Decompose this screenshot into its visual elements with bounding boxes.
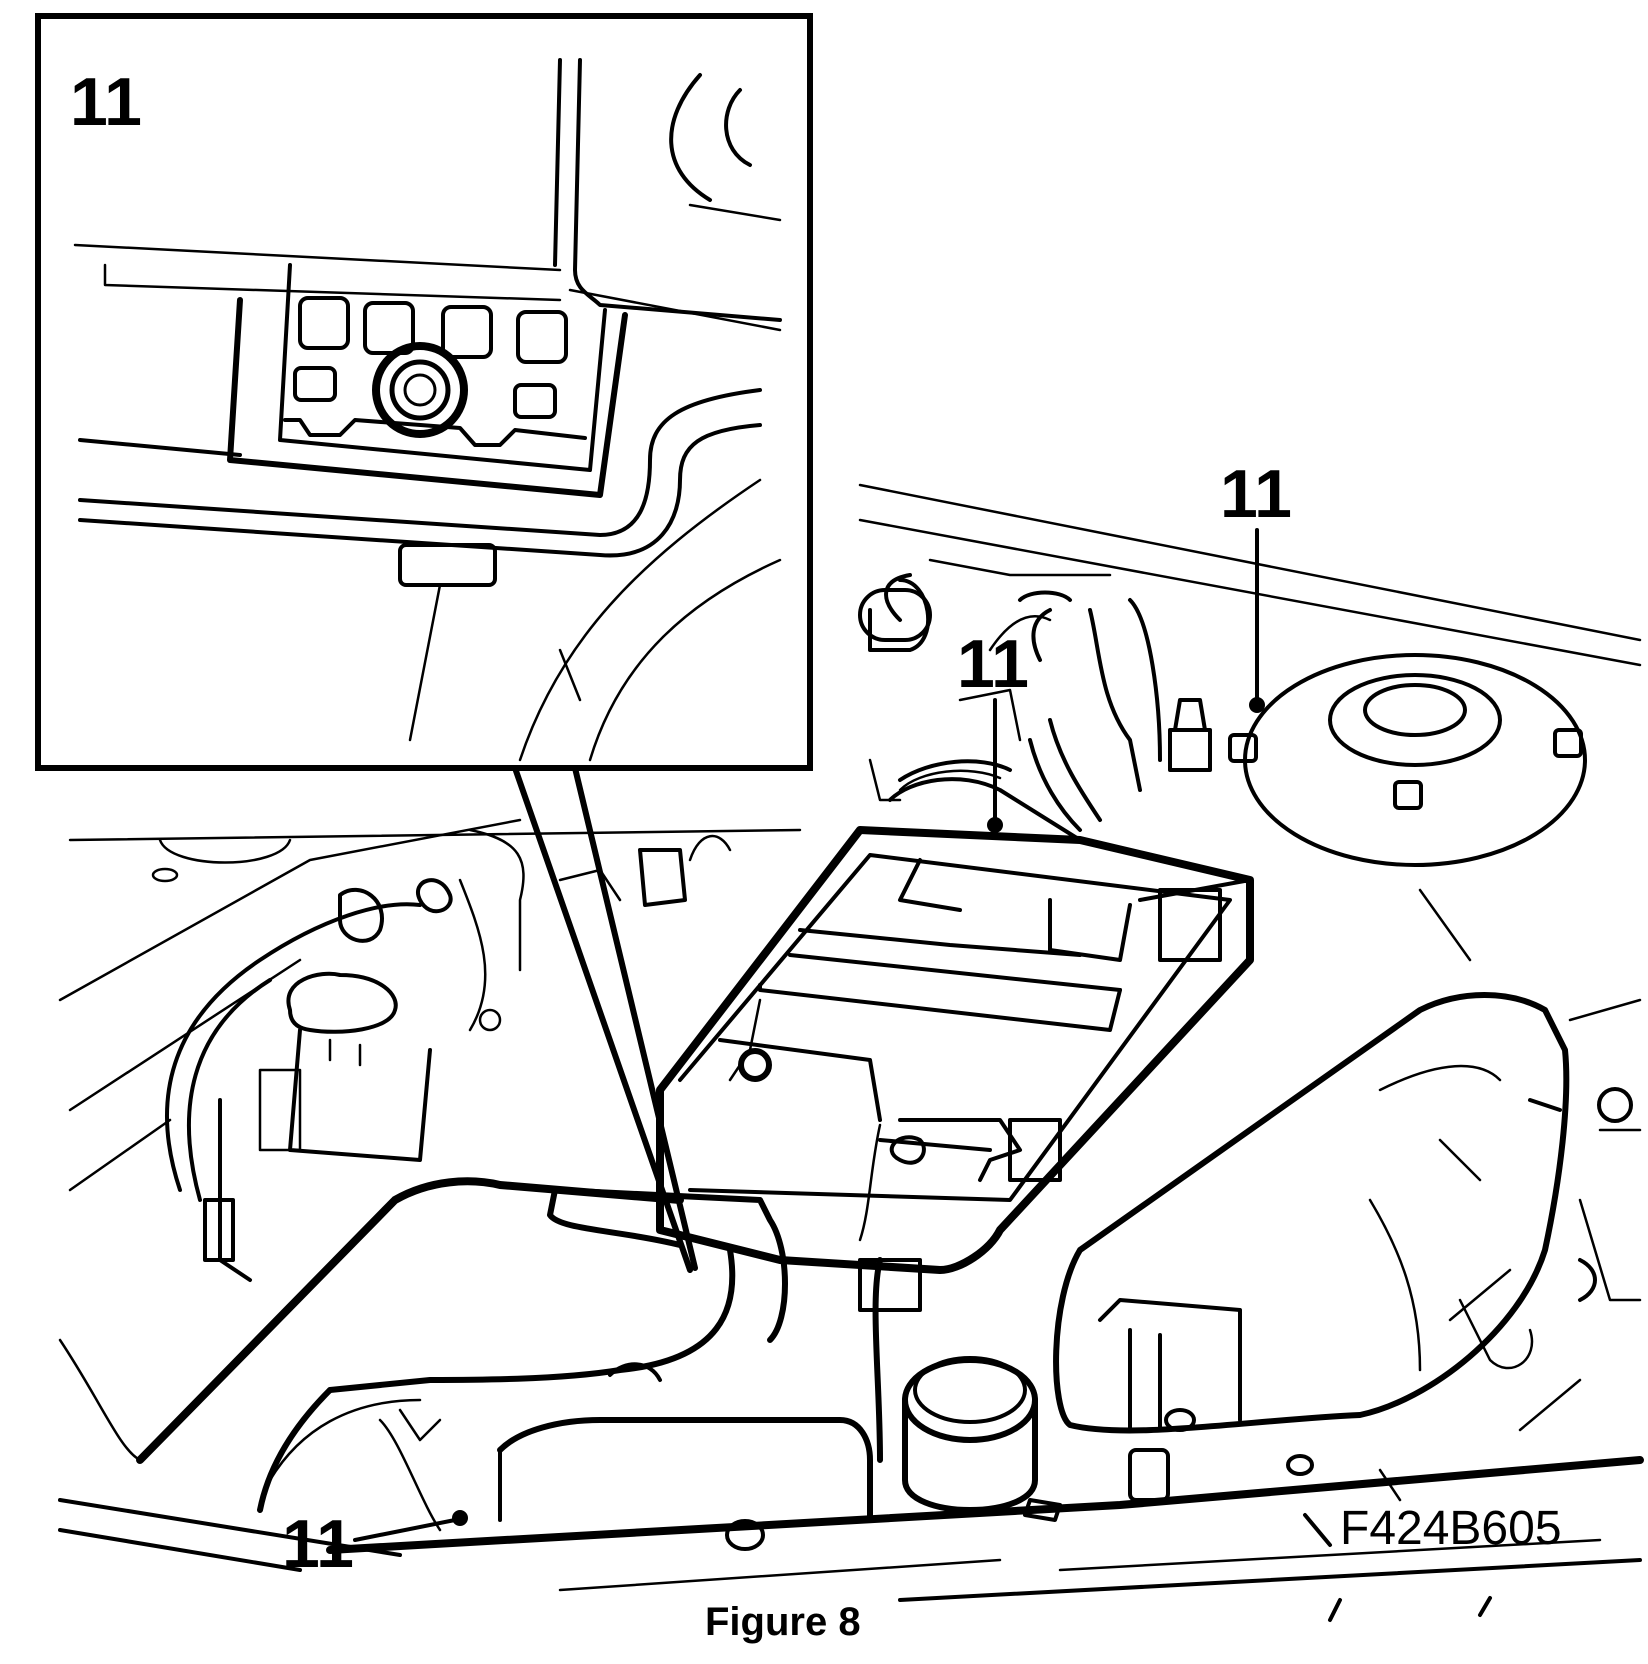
leader-ref (1303, 1513, 1332, 1547)
zoom-wedge (512, 765, 698, 1273)
callout-right-label: 11 (1220, 456, 1292, 532)
nut-icon (372, 342, 468, 438)
leader-bottom-left-dot (452, 1510, 468, 1526)
callout-center-label: 11 (957, 626, 1029, 702)
figure-reference-code: F424B605 (1340, 1502, 1562, 1555)
leader-right-dot (1249, 697, 1265, 713)
coolant-reservoir (258, 971, 432, 1162)
callout-bottom-left-label: 11 (282, 1506, 354, 1582)
detail-inset (35, 13, 813, 771)
engine-bay-view (58, 483, 1644, 1622)
leader-bottom-left (353, 1518, 457, 1542)
callout-inset-label: 11 (70, 64, 142, 140)
strut-mount-icon (1228, 653, 1587, 867)
figure-caption: Figure 8 (705, 1600, 861, 1644)
battery-icon (656, 826, 1254, 1274)
oil-filler-cap (902, 1356, 1038, 1513)
air-intake-duct (136, 1177, 788, 1513)
leader-center-dot (987, 817, 1003, 833)
callout-leaders (353, 528, 1332, 1547)
